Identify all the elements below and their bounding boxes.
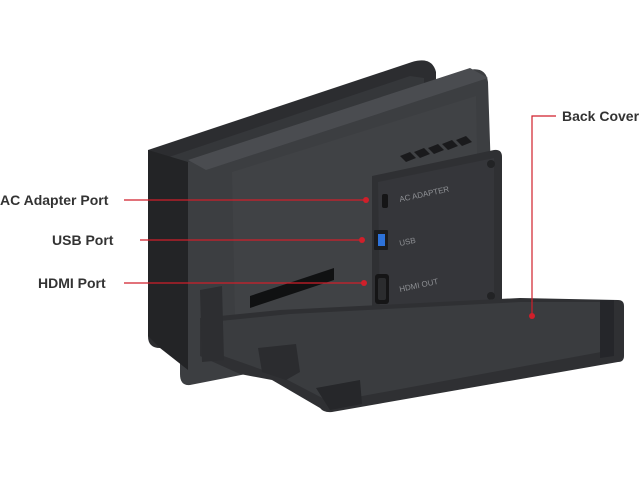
callout-dots — [359, 197, 535, 319]
port-module-face — [378, 158, 494, 318]
callout-dot-hdmi — [361, 280, 367, 286]
back-cover-notch — [316, 380, 362, 410]
back-cover-surface — [210, 302, 612, 402]
callout-dot-ac-adapter — [363, 197, 369, 203]
card-slot — [250, 268, 334, 308]
vent-slots — [400, 136, 472, 162]
ac-adapter-port — [382, 194, 388, 208]
callout-lines — [124, 115, 556, 316]
label-ac-adapter-port: AC Adapter Port — [0, 192, 109, 208]
back-cover-tab — [258, 344, 300, 380]
screw — [487, 292, 495, 300]
callout-dot-back-cover — [529, 313, 535, 319]
label-back-cover: Back Cover — [562, 108, 640, 124]
back-cover-lip — [600, 300, 614, 358]
dock-top-rim — [188, 68, 488, 170]
hinge-block — [200, 286, 224, 362]
printed-usb: USB — [399, 236, 417, 248]
label-usb-port: USB Port — [52, 232, 114, 248]
dock-left-side — [148, 150, 188, 370]
callout-back-cover — [531, 115, 556, 316]
callout-dot-usb — [359, 237, 365, 243]
screw — [487, 160, 495, 168]
label-hdmi-port: HDMI Port — [38, 275, 106, 291]
